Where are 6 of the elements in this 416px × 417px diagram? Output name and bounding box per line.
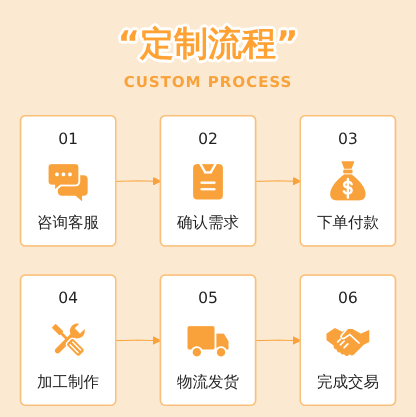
arrow [256,336,302,345]
title: “定制流程” [118,24,298,64]
arrow [116,176,162,186]
arrow [116,336,162,345]
subtitle: CUSTOM PROCESS [124,73,292,91]
arrow [256,176,302,186]
